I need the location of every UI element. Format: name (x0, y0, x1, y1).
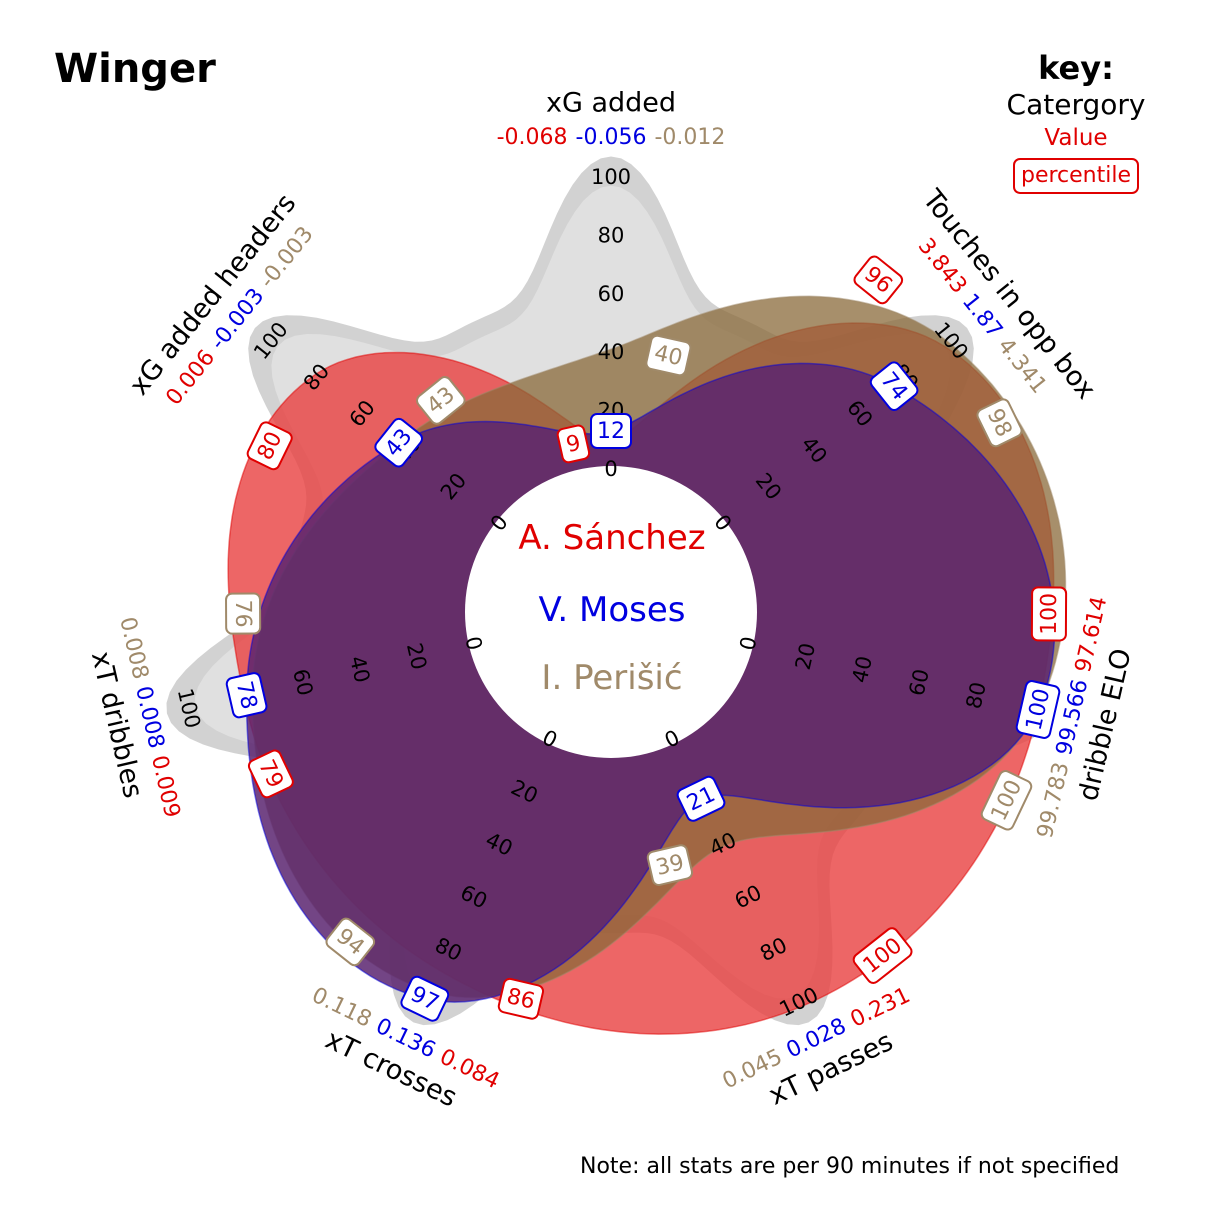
percentile-box-border (246, 421, 293, 471)
player-name-perisic: I. Perišić (541, 658, 683, 698)
percentile-box: 98 (976, 398, 1023, 448)
axis-tick-label: 20 (791, 641, 820, 672)
axis-tick-label: 0 (460, 634, 486, 652)
axis-tick-label: 40 (345, 654, 374, 685)
percentile-box-border (976, 398, 1023, 448)
value-label: 99.783 (1033, 760, 1075, 841)
percentile-box-border (497, 977, 545, 1020)
player-name-sanchez: A. Sánchez (518, 518, 706, 558)
percentile-box: 94 (325, 917, 376, 967)
percentile-box-border (853, 255, 904, 305)
axis-tick-label: 80 (962, 680, 991, 711)
percentile-box-border (225, 672, 268, 719)
percentile-box: 79 (247, 749, 294, 799)
percentile-box-border (247, 749, 294, 799)
percentile-value: 78 (231, 679, 262, 712)
percentile-value: 40 (652, 341, 685, 372)
percentile-box-border (852, 927, 913, 984)
axis-tick-label: 60 (598, 282, 625, 306)
percentile-box: 40 (645, 334, 692, 377)
percentile-box: 43 (374, 417, 424, 468)
axis-tick-label: 20 (402, 641, 431, 672)
axis-tick-label: 60 (288, 667, 317, 698)
axis-tick-label: 80 (598, 223, 625, 247)
value-label: -0.056 (576, 125, 647, 150)
percentile-value: 76 (230, 600, 255, 628)
percentile-box: 86 (497, 977, 545, 1020)
percentile-box-border (869, 361, 919, 412)
percentile-box: 76 (225, 592, 262, 635)
percentile-box-border (325, 917, 376, 967)
footnote: Note: all stats are per 90 minutes if no… (580, 1154, 1120, 1179)
percentile-box-border (1030, 586, 1068, 642)
key-value-label: Value (1044, 125, 1108, 151)
value-label: -0.068 (497, 125, 568, 150)
percentile-box: 96 (853, 255, 904, 305)
axis-tick-label: 60 (905, 667, 934, 698)
axis-tick-label: 40 (598, 340, 625, 364)
percentile-box: 80 (246, 421, 293, 471)
axis-tick-label: 0 (735, 634, 761, 652)
percentile-value: 9 (564, 431, 583, 458)
percentile-value: 86 (504, 984, 537, 1015)
percentile-box: 74 (869, 361, 919, 412)
percentile-box-border (225, 592, 262, 635)
percentile-value: 39 (654, 850, 687, 881)
percentile-box: 12 (590, 413, 632, 449)
percentile-box-border (415, 376, 466, 425)
percentile-box: 100 (1030, 586, 1068, 642)
key-legend: key: Catergory Value percentile (990, 48, 1162, 194)
percentile-value: 100 (1037, 593, 1062, 635)
percentile-box: 43 (415, 376, 466, 425)
percentile-box-border (676, 775, 726, 822)
chart-title: Winger (54, 46, 216, 92)
percentile-box-border (556, 424, 591, 464)
percentile-box: 39 (646, 844, 694, 886)
key-title: key: (1038, 49, 1114, 87)
axis-tick-label: 100 (591, 165, 631, 189)
percentile-box-border (400, 975, 450, 1022)
player-name-moses: V. Moses (538, 590, 686, 630)
key-category-label: Catergory (1006, 88, 1146, 121)
percentile-box-border (1015, 680, 1061, 739)
axis-tick-label: 40 (848, 654, 877, 685)
value-label: 0.231 (847, 983, 915, 1033)
percentile-box: 9 (556, 424, 591, 464)
category-label: xG added (546, 88, 676, 119)
value-label: 0.009 (146, 753, 184, 820)
percentile-box-border (646, 844, 694, 886)
percentile-box-border (980, 770, 1033, 831)
percentile-box: 78 (225, 672, 268, 719)
percentile-box-border (374, 417, 424, 468)
category-values: -0.068 -0.056 -0.012 (497, 125, 726, 150)
value-label: -0.012 (654, 125, 725, 150)
center-circle (465, 466, 757, 758)
value-label: 0.118 (308, 983, 376, 1033)
percentile-box: 21 (676, 775, 726, 822)
percentile-box: 100 (1015, 680, 1061, 739)
key-percentile-label: percentile (1012, 158, 1140, 194)
axis-tick-label: 0 (604, 457, 617, 481)
percentile-box: 97 (400, 975, 450, 1022)
percentile-box-border (645, 334, 692, 377)
percentile-value: 12 (597, 419, 625, 444)
percentile-box-border (590, 413, 632, 449)
